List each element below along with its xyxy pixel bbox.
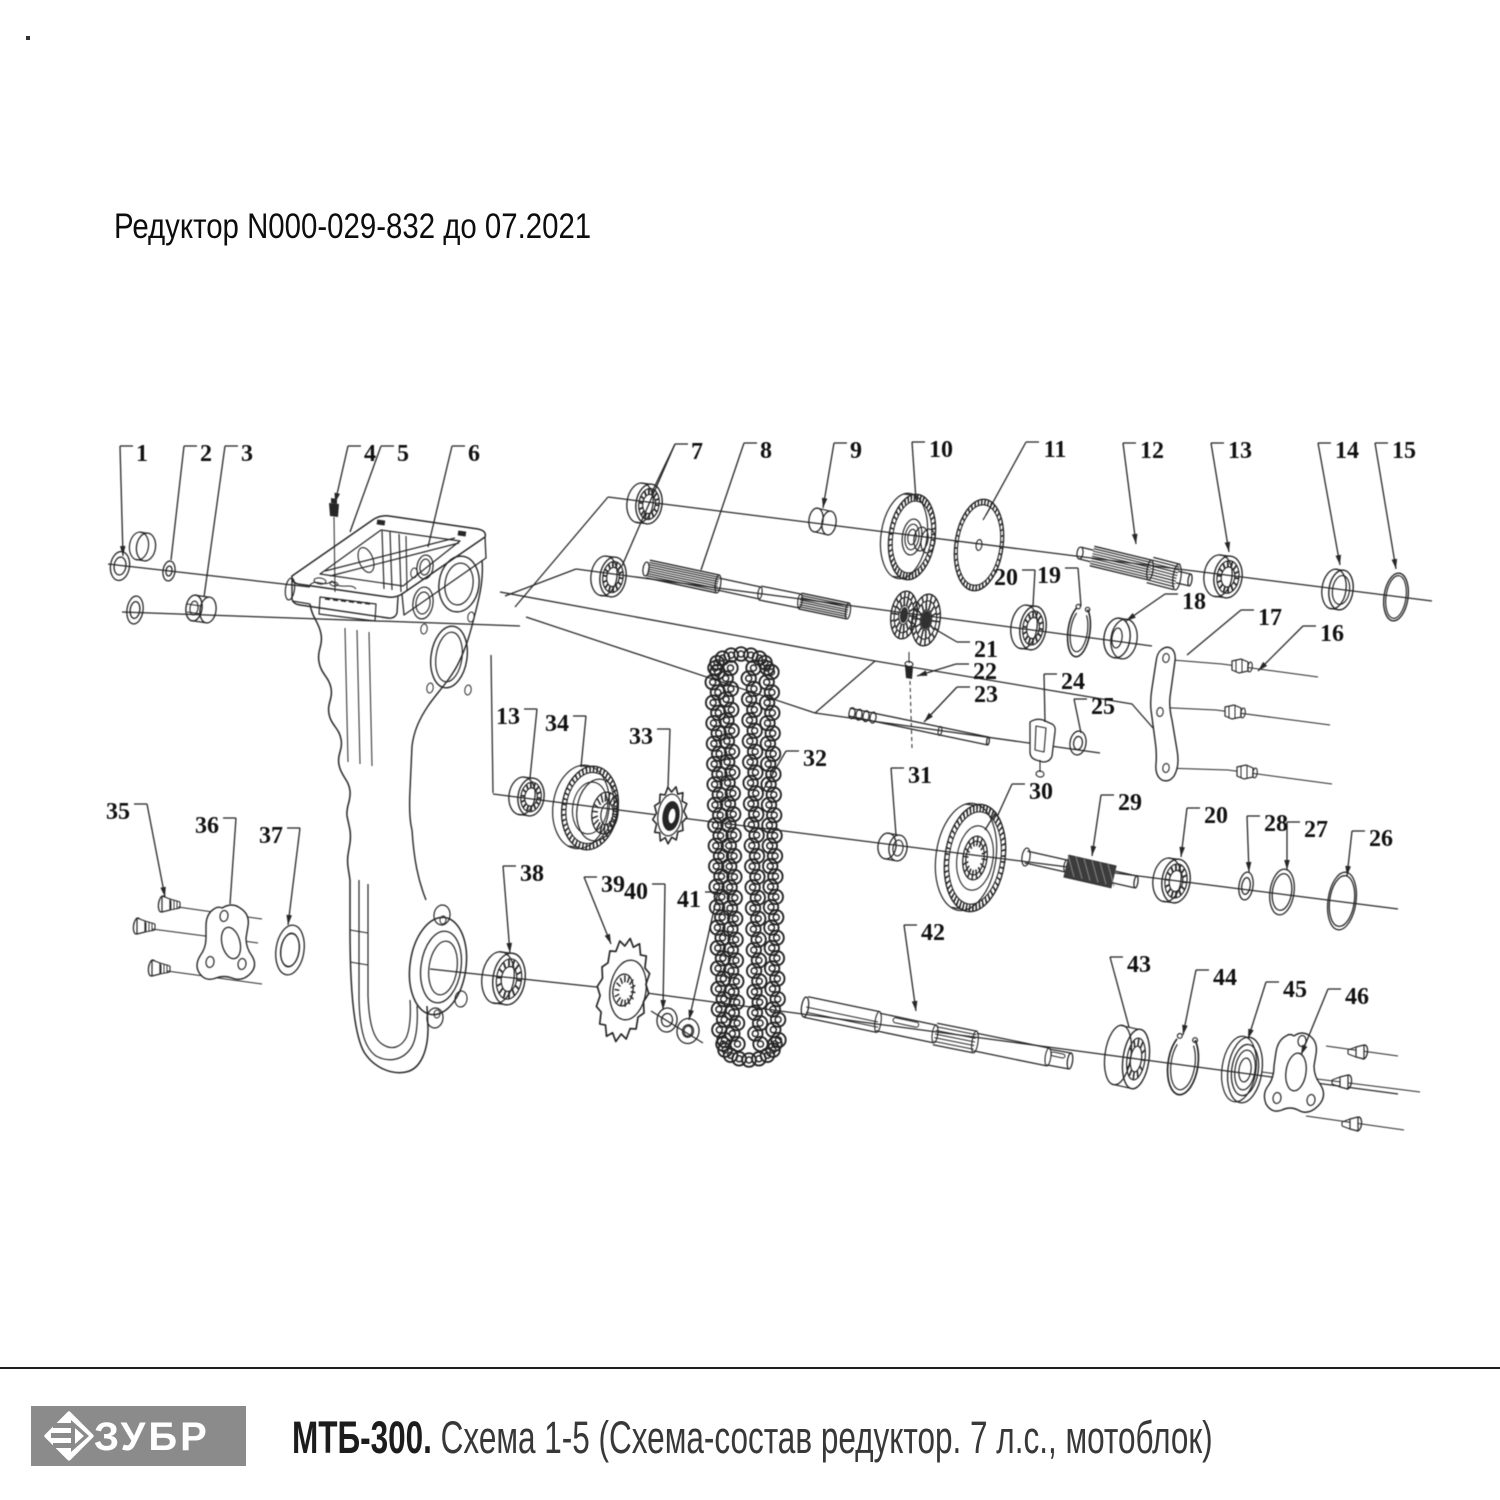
svg-text:7: 7 bbox=[691, 439, 703, 465]
svg-text:4: 4 bbox=[364, 441, 376, 467]
svg-text:34: 34 bbox=[545, 711, 569, 737]
svg-text:18: 18 bbox=[1182, 589, 1206, 615]
svg-text:29: 29 bbox=[1118, 790, 1142, 816]
svg-text:15: 15 bbox=[1392, 438, 1416, 464]
svg-text:24: 24 bbox=[1061, 669, 1085, 695]
svg-text:3: 3 bbox=[241, 441, 253, 467]
svg-text:42: 42 bbox=[921, 920, 945, 946]
svg-text:19: 19 bbox=[1037, 563, 1061, 589]
svg-text:37: 37 bbox=[259, 823, 283, 849]
svg-text:28: 28 bbox=[1264, 811, 1288, 837]
svg-text:41: 41 bbox=[677, 887, 701, 913]
svg-text:6: 6 bbox=[468, 441, 480, 467]
svg-text:30: 30 bbox=[1029, 779, 1053, 805]
svg-text:9: 9 bbox=[850, 438, 862, 464]
svg-text:17: 17 bbox=[1258, 605, 1282, 631]
svg-text:22: 22 bbox=[973, 659, 997, 685]
svg-text:39: 39 bbox=[601, 872, 625, 898]
svg-text:36: 36 bbox=[195, 813, 219, 839]
svg-text:11: 11 bbox=[1044, 437, 1067, 463]
svg-text:35: 35 bbox=[106, 799, 130, 825]
svg-text:13: 13 bbox=[496, 704, 520, 730]
svg-text:1: 1 bbox=[136, 441, 148, 467]
svg-text:27: 27 bbox=[1304, 817, 1328, 843]
svg-text:21: 21 bbox=[974, 637, 998, 663]
svg-text:32: 32 bbox=[803, 746, 827, 772]
svg-text:12: 12 bbox=[1140, 438, 1164, 464]
svg-text:44: 44 bbox=[1213, 965, 1237, 991]
svg-text:33: 33 bbox=[629, 724, 653, 750]
svg-text:46: 46 bbox=[1345, 984, 1369, 1010]
svg-text:26: 26 bbox=[1369, 826, 1393, 852]
svg-text:31: 31 bbox=[908, 763, 932, 789]
svg-text:38: 38 bbox=[520, 861, 544, 887]
svg-text:25: 25 bbox=[1091, 694, 1115, 720]
svg-text:13: 13 bbox=[1228, 438, 1252, 464]
svg-text:20: 20 bbox=[1204, 803, 1228, 829]
svg-text:20: 20 bbox=[994, 565, 1018, 591]
svg-text:14: 14 bbox=[1335, 438, 1359, 464]
svg-text:8: 8 bbox=[760, 438, 772, 464]
svg-text:45: 45 bbox=[1283, 977, 1307, 1003]
svg-text:16: 16 bbox=[1320, 621, 1344, 647]
svg-text:23: 23 bbox=[974, 682, 998, 708]
svg-text:2: 2 bbox=[200, 441, 212, 467]
svg-text:40: 40 bbox=[624, 879, 648, 905]
svg-text:5: 5 bbox=[397, 441, 409, 467]
svg-text:43: 43 bbox=[1127, 952, 1151, 978]
svg-text:10: 10 bbox=[929, 437, 953, 463]
